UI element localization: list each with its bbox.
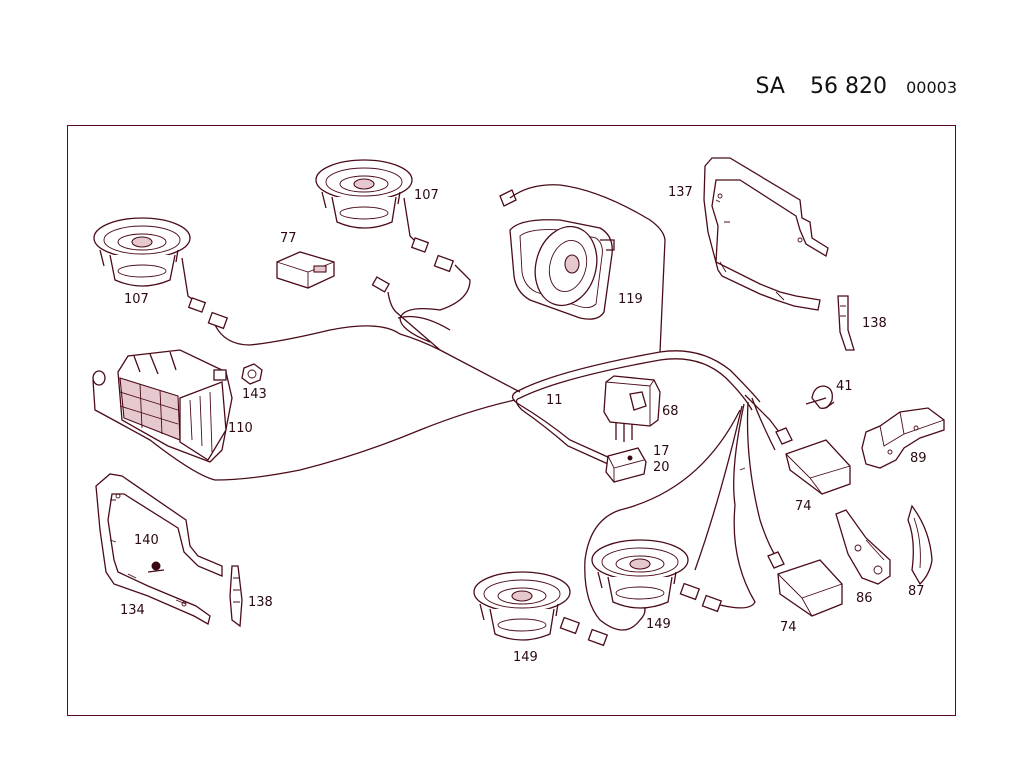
speaker-107-top (315, 159, 455, 273)
connector-17-20 (605, 447, 647, 483)
label-138-left: 138 (248, 595, 273, 610)
plug-connector (371, 276, 390, 293)
label-107-top: 107 (414, 188, 439, 203)
clip-138-right (837, 295, 855, 351)
label-68: 68 (662, 404, 679, 419)
bracket-86 (835, 509, 891, 585)
label-11: 11 (546, 393, 563, 408)
label-137: 137 (668, 185, 693, 200)
label-41: 41 (836, 379, 853, 394)
label-107-left: 107 (124, 292, 149, 307)
label-86: 86 (856, 591, 873, 606)
label-149-right: 149 (646, 617, 671, 632)
drawing-number: 56 820 (810, 74, 887, 99)
nut-143 (241, 363, 263, 385)
drawing-number-header: SA 56 820 00003 (755, 74, 957, 99)
label-17: 17 (653, 444, 670, 459)
label-138-right: 138 (862, 316, 887, 331)
speaker-107-left (93, 217, 229, 330)
label-87: 87 (908, 584, 925, 599)
label-110: 110 (228, 421, 253, 436)
label-143: 143 (242, 387, 267, 402)
cover-87 (907, 504, 933, 586)
label-74-lower: 74 (780, 620, 797, 635)
label-20: 20 (653, 460, 670, 475)
bracket-89 (861, 407, 945, 469)
bracket-137 (703, 157, 829, 311)
speaker-149-right (591, 539, 723, 613)
bracket-134-140 (95, 473, 223, 625)
label-74-upper: 74 (795, 499, 812, 514)
label-149-left: 149 (513, 650, 538, 665)
diagram-frame (67, 125, 956, 716)
label-77: 77 (280, 231, 297, 246)
module-74-lower (767, 551, 843, 617)
screw-140 (147, 561, 165, 573)
amplifier-110 (92, 349, 233, 463)
module-77 (276, 251, 335, 289)
switch-68 (603, 375, 661, 442)
drawing-suffix: 00003 (906, 78, 957, 97)
clip-138-left (229, 565, 243, 628)
module-74-upper (775, 427, 851, 495)
speaker-149-left (473, 571, 609, 647)
wiring-harness-11 (92, 184, 786, 631)
speaker-119 (499, 189, 615, 320)
label-119: 119 (618, 292, 643, 307)
drawing-prefix: SA (755, 74, 785, 99)
label-134: 134 (120, 603, 145, 618)
label-140: 140 (134, 533, 159, 548)
label-89: 89 (910, 451, 927, 466)
clip-41 (805, 385, 835, 409)
